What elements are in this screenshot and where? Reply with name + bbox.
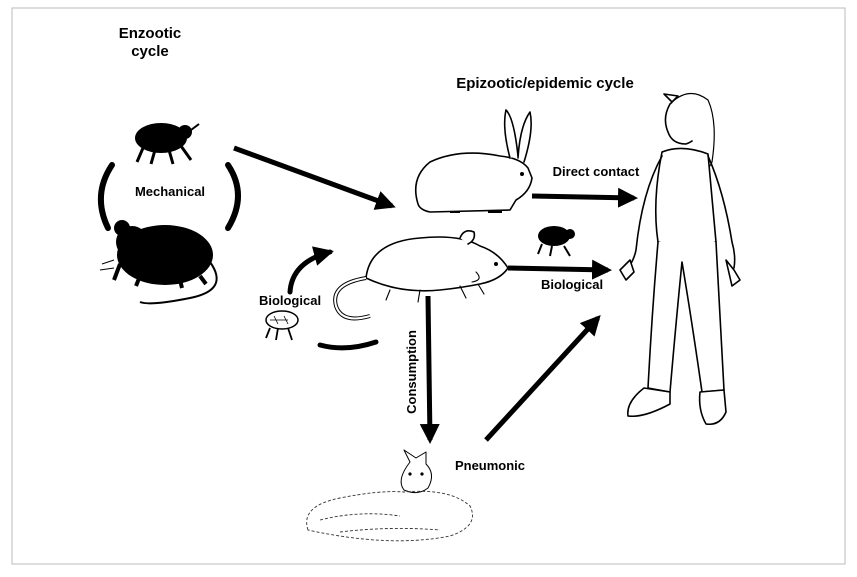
biological-right-label: Biological xyxy=(541,277,603,292)
mechanical-arc-left xyxy=(101,165,112,228)
consumption-label: Consumption xyxy=(404,330,419,414)
rat-icon xyxy=(335,231,508,319)
mechanical-arc-right xyxy=(228,165,238,228)
flea-icon xyxy=(266,311,298,340)
biological-left-label: Biological xyxy=(259,293,321,308)
flea-icon xyxy=(135,123,199,164)
cat-icon xyxy=(307,450,473,541)
enzootic-to-rat-arrow xyxy=(234,148,392,206)
consumption-arrow xyxy=(428,296,430,440)
enzootic-title-line2: cycle xyxy=(131,43,169,60)
flea-icon xyxy=(538,226,575,256)
mouse-icon xyxy=(100,220,217,303)
rabbit-icon xyxy=(416,110,532,212)
epizootic-title: Epizootic/epidemic cycle xyxy=(456,75,634,92)
mechanical-label: Mechanical xyxy=(135,184,205,199)
biological-arc-upper xyxy=(290,252,330,292)
biological-arc-lower xyxy=(320,342,376,348)
pneumonic-arrow xyxy=(486,318,598,440)
girl-icon xyxy=(620,93,740,424)
enzootic-title-line1: Enzootic xyxy=(119,25,182,42)
direct-contact-label: Direct contact xyxy=(553,164,640,179)
pneumonic-label: Pneumonic xyxy=(455,458,525,473)
biological-right-arrow xyxy=(508,268,608,270)
direct-contact-arrow xyxy=(532,196,634,198)
